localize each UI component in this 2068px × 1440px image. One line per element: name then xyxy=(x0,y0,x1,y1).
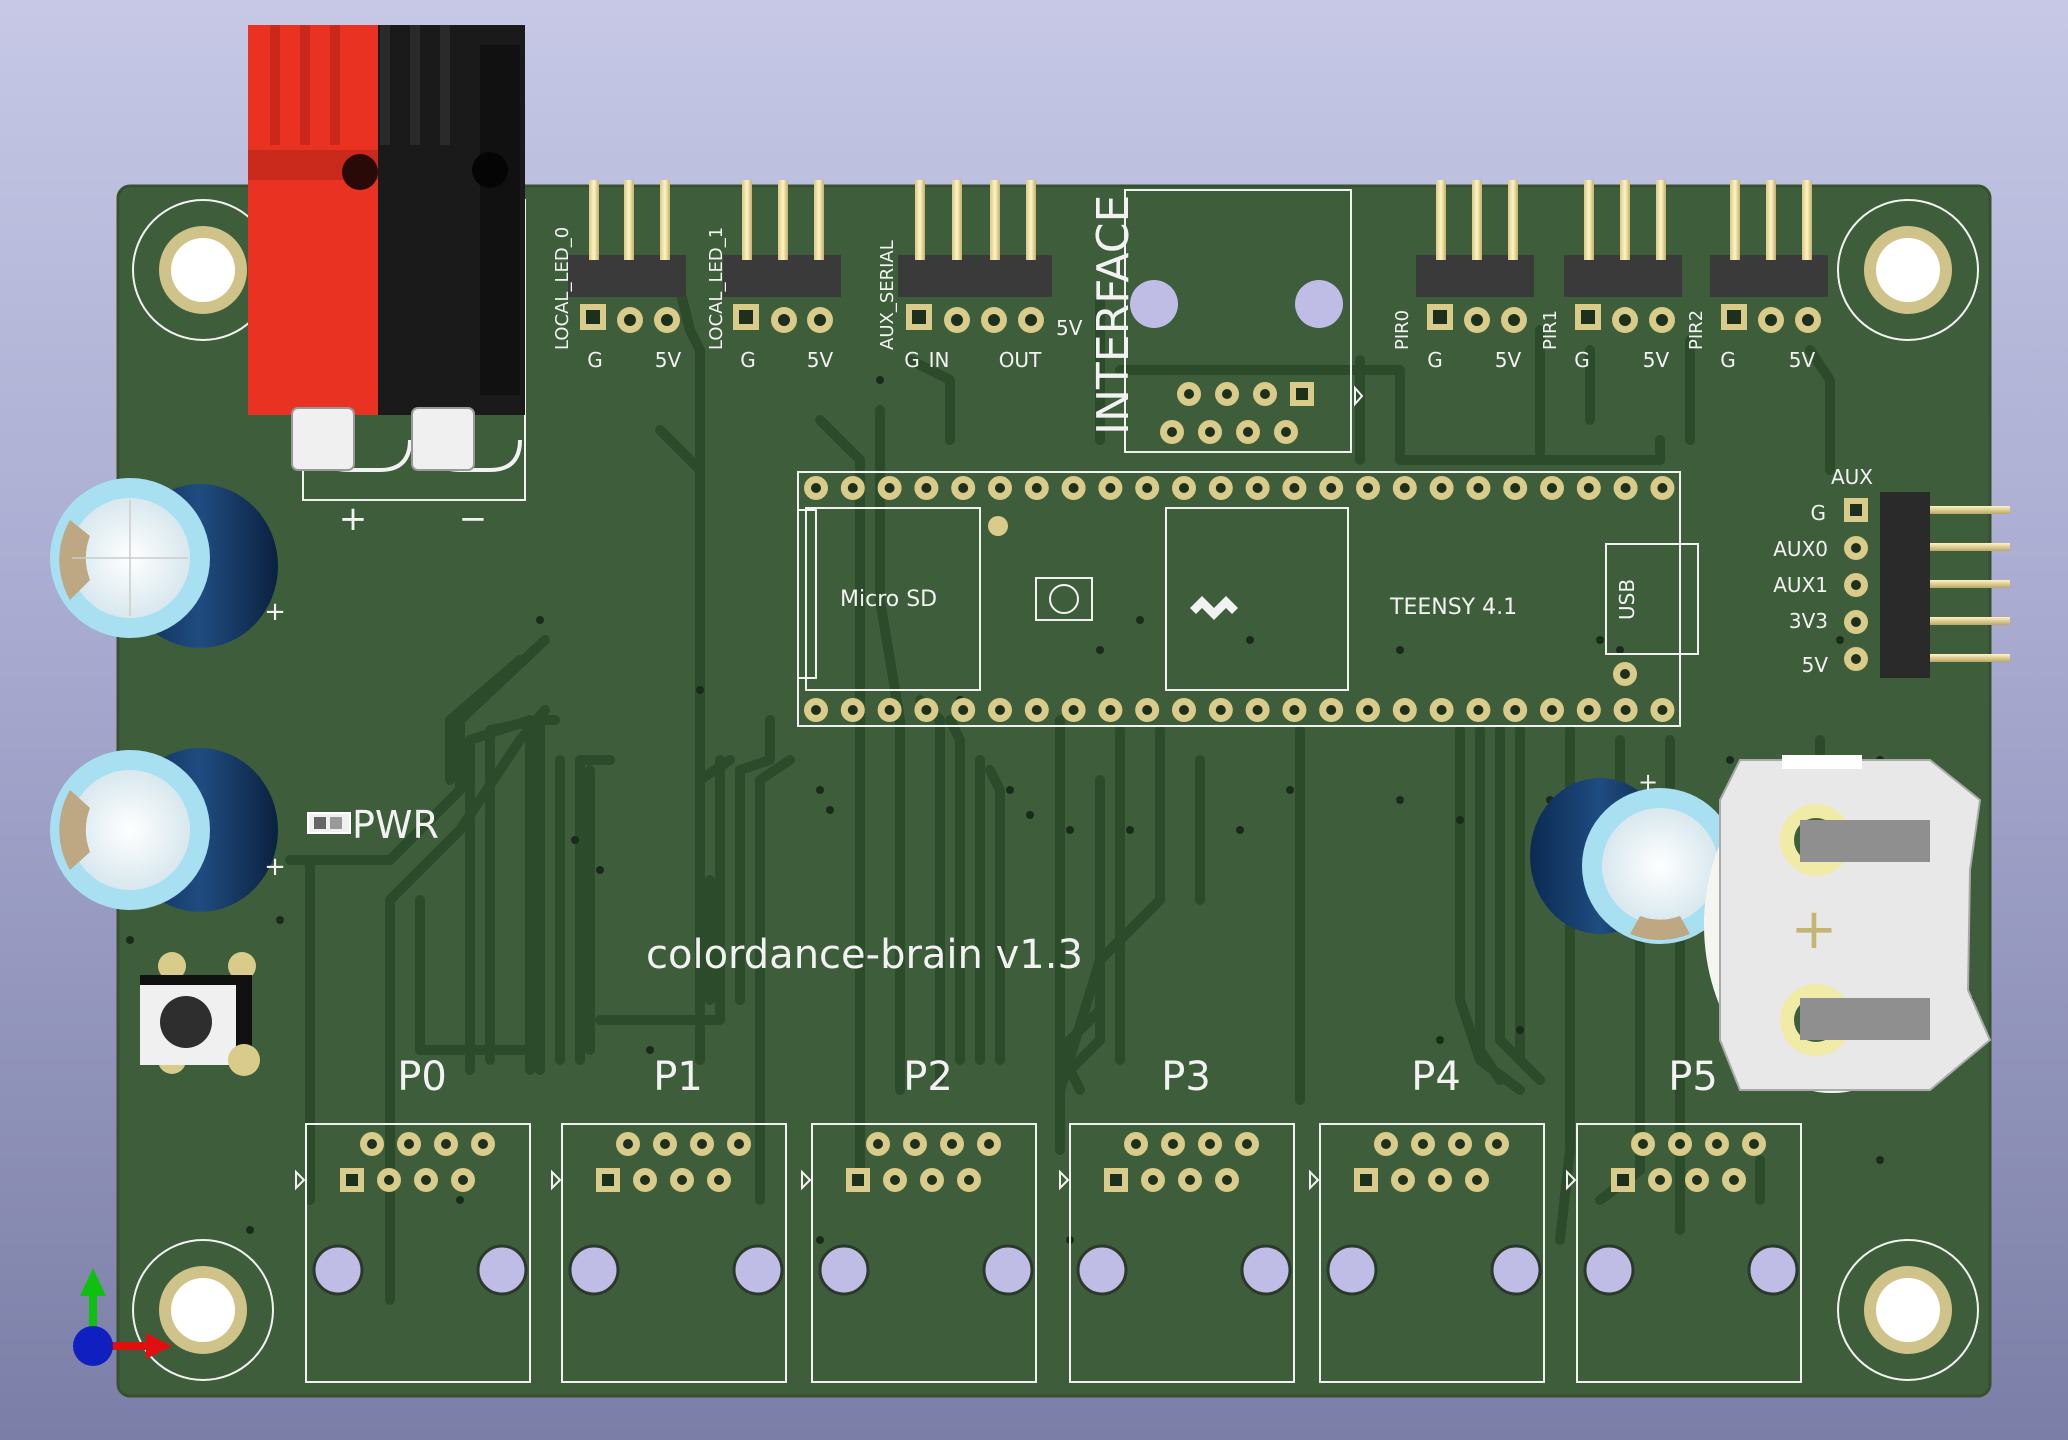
svg-text:+: + xyxy=(264,597,286,627)
svg-text:+: + xyxy=(1638,768,1658,796)
header-aux-pin-3v3: 3V3 xyxy=(1789,609,1828,633)
header-aux-serial[interactable]: AUX_SERIAL G IN OUT 5V xyxy=(877,180,1083,372)
header-aux-serial-pin-out: OUT xyxy=(999,348,1042,372)
header-pir1-label: PIR1 xyxy=(1540,310,1561,350)
port-row: P0 P1 P2 P3 P4 P5 xyxy=(295,1054,1802,1383)
header-pir2-pin-g: G xyxy=(1720,348,1736,372)
header-aux-serial-pin-5v: 5V xyxy=(1056,316,1083,340)
header-aux-pin-aux1: AUX1 xyxy=(1773,573,1828,597)
reset-button[interactable] xyxy=(140,952,260,1076)
header-local-led-0-label: LOCAL_LED_0 xyxy=(552,227,573,350)
teensy-sd-label: Micro SD xyxy=(840,587,937,612)
power-connector[interactable]: + − xyxy=(248,25,526,539)
port-label: P1 xyxy=(653,1054,703,1100)
header-pir1-pin-g: G xyxy=(1574,348,1590,372)
svg-text:+: + xyxy=(264,852,286,882)
capacitor-c3: + xyxy=(1530,768,1738,944)
port-label: P2 xyxy=(903,1054,953,1100)
header-local-led-0[interactable]: LOCAL_LED_0 G 5V xyxy=(552,180,686,372)
header-pir0-label: PIR0 xyxy=(1392,310,1413,350)
mounting-hole-bl xyxy=(132,1239,274,1381)
header-local-led-1-pin-g: G xyxy=(740,348,756,372)
header-pir0-pin-5v: 5V xyxy=(1495,348,1522,372)
port-p3[interactable]: P3 xyxy=(1059,1054,1295,1383)
header-pir0[interactable]: PIR0 G 5V xyxy=(1392,180,1534,372)
header-local-led-1-pin-5v: 5V xyxy=(807,348,834,372)
mounting-hole-tl xyxy=(132,199,274,341)
header-pir2[interactable]: PIR2 G 5V xyxy=(1686,180,1828,372)
port-label: P3 xyxy=(1161,1054,1211,1100)
teensy-logo-icon xyxy=(1190,596,1238,620)
port-p1[interactable]: P1 xyxy=(551,1054,787,1383)
teensy-name-label: TEENSY 4.1 xyxy=(1389,595,1517,620)
header-pir2-label: PIR2 xyxy=(1686,310,1707,350)
port-p4[interactable]: P4 xyxy=(1309,1054,1545,1383)
battery-plus-label: + xyxy=(1791,897,1838,962)
mounting-holes xyxy=(132,199,1979,1381)
header-pir2-pin-5v: 5V xyxy=(1789,348,1816,372)
header-pir1-pin-5v: 5V xyxy=(1643,348,1670,372)
port-label: P4 xyxy=(1411,1054,1461,1100)
header-pir1[interactable]: PIR1 G 5V xyxy=(1540,180,1682,372)
teensy-module[interactable]: Micro SD TEENSY 4.1 USB xyxy=(797,471,1699,727)
power-plus-label: + xyxy=(339,499,368,539)
battery-holder: + xyxy=(1704,755,1992,1093)
mounting-hole-tr xyxy=(1837,199,1979,341)
port-label: P5 xyxy=(1668,1054,1718,1100)
header-aux-pin-5v: 5V xyxy=(1802,653,1829,677)
pwr-led: PWR xyxy=(307,803,439,847)
power-minus-label: − xyxy=(459,499,488,539)
interface-connector[interactable]: INTERFACE xyxy=(1088,189,1364,453)
header-pir0-pin-g: G xyxy=(1427,348,1443,372)
pwr-label: PWR xyxy=(352,803,439,847)
header-aux-pin-aux0: AUX0 xyxy=(1773,537,1828,561)
teensy-pin-row xyxy=(804,476,1675,722)
header-aux-pin-g: G xyxy=(1811,501,1827,525)
header-aux-serial-pin-in: IN xyxy=(929,348,950,372)
header-local-led-0-pin-5v: 5V xyxy=(655,348,682,372)
axis-gizmo-icon[interactable] xyxy=(73,1268,172,1366)
header-local-led-0-pin-g: G xyxy=(587,348,603,372)
port-p2[interactable]: P2 xyxy=(801,1054,1037,1383)
header-local-led-1[interactable]: LOCAL_LED_1 G 5V xyxy=(706,180,841,372)
header-aux-serial-label: AUX_SERIAL xyxy=(877,240,898,350)
teensy-usb-label: USB xyxy=(1615,579,1639,620)
capacitor-c1: + xyxy=(50,478,286,648)
port-p5[interactable]: P5 xyxy=(1566,1054,1802,1383)
port-p0[interactable]: P0 xyxy=(295,1054,531,1383)
teensy-pin xyxy=(988,516,1008,536)
port-label: P0 xyxy=(397,1054,447,1100)
header-aux-serial-pin-g: G xyxy=(904,348,920,372)
header-local-led-1-label: LOCAL_LED_1 xyxy=(706,227,727,350)
header-aux-title: AUX xyxy=(1831,465,1873,489)
capacitor-c2: + xyxy=(50,748,286,912)
board-title: colordance-brain v1.3 xyxy=(646,932,1083,978)
mounting-hole-br xyxy=(1837,1239,1979,1381)
power-connector-red xyxy=(248,25,378,415)
header-aux[interactable]: AUX G AUX0 AUX1 3V3 5V xyxy=(1773,465,2010,678)
interface-label: INTERFACE xyxy=(1088,195,1139,435)
